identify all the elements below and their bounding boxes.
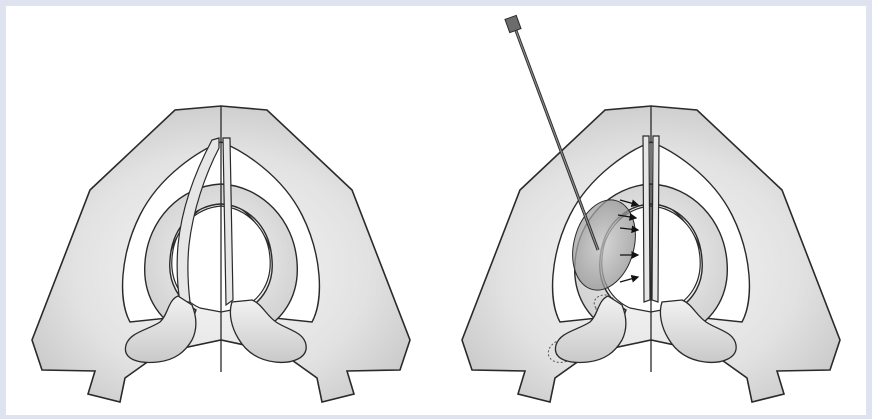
left-panel (32, 106, 410, 402)
right-septum-right-strip (652, 136, 659, 302)
right-panel (462, 15, 840, 402)
right-septum-left-strip (643, 136, 650, 302)
